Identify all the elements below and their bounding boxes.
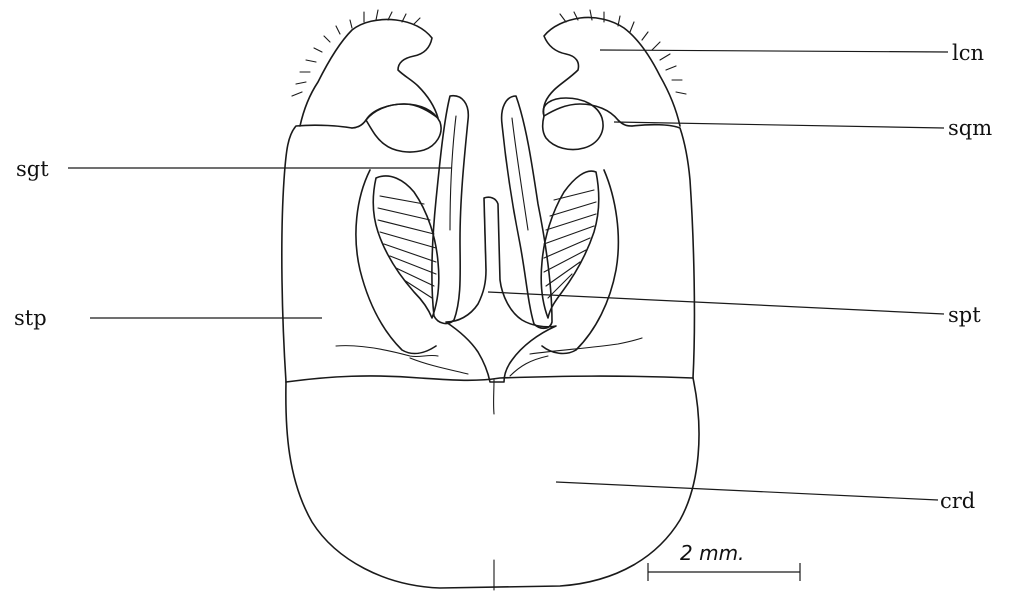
cardo-outline xyxy=(286,378,699,588)
scale-bar-label: 2 mm. xyxy=(680,541,744,565)
spt-central-process xyxy=(446,197,556,382)
lacinia-right-outline xyxy=(543,17,680,126)
lacinia-left-setae xyxy=(292,10,420,96)
inner-lobe-left-outline xyxy=(356,170,436,353)
stipes-left-suture xyxy=(336,346,438,357)
label-spt: spt xyxy=(948,303,981,327)
stipes-right-suture xyxy=(530,338,642,354)
scale-bar: 2 mm. xyxy=(648,541,800,581)
stipes-left-lower-curve xyxy=(410,358,468,374)
stipes-right-lower-curve xyxy=(510,356,548,376)
squama-right-outline xyxy=(543,98,603,150)
lacinia-left-outline xyxy=(300,19,438,128)
leader-lcn xyxy=(600,50,948,52)
leader-crd xyxy=(556,482,938,500)
stipes-left-outline xyxy=(282,125,352,382)
stipes-right-outline xyxy=(632,125,694,378)
label-sgt: sgt xyxy=(16,157,49,181)
sgt-left-inner xyxy=(450,116,456,230)
label-sqm: sqm xyxy=(948,116,992,140)
label-stp: stp xyxy=(14,306,47,330)
lacinia-right-setae xyxy=(560,10,686,94)
palpiger-left-outline xyxy=(373,176,439,318)
leader-spt xyxy=(488,292,944,314)
label-crd: crd xyxy=(940,489,975,513)
label-lcn: lcn xyxy=(952,41,984,65)
